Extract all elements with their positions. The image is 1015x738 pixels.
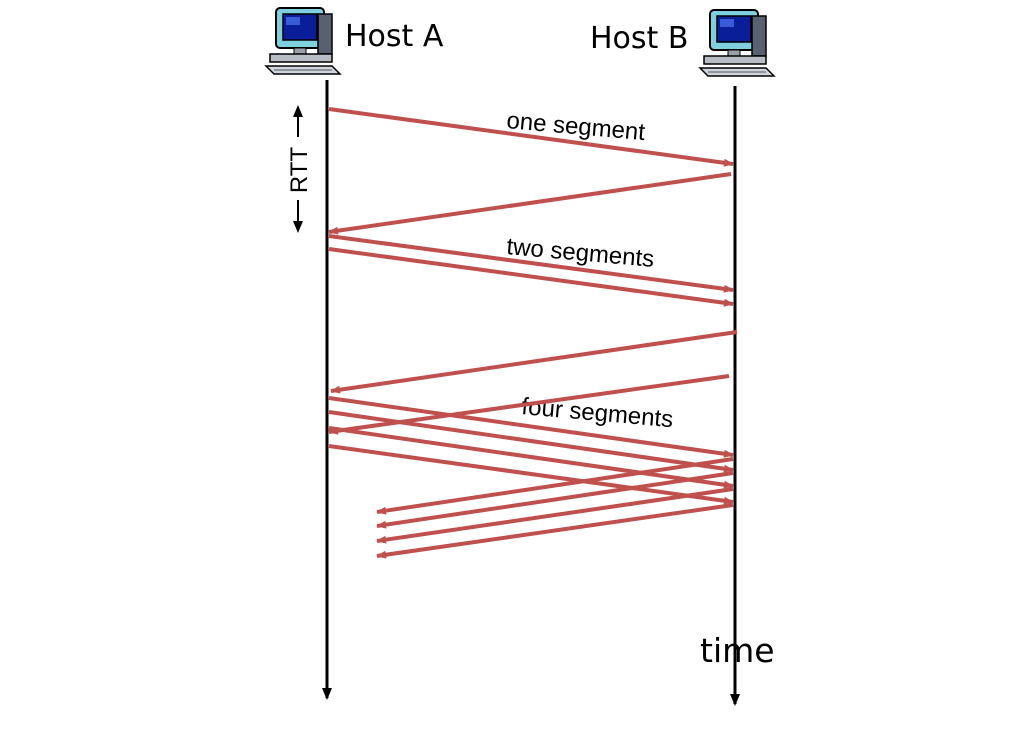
segment-arrow xyxy=(328,107,734,167)
host-b-label: Host B xyxy=(590,21,688,56)
segment-arrow xyxy=(328,396,734,458)
rtt-label: RTT xyxy=(286,147,313,194)
host-a-computer-icon xyxy=(265,7,341,75)
segment-arrow xyxy=(328,444,734,505)
ack-arrow xyxy=(376,503,734,559)
ack-arrow xyxy=(376,457,734,515)
ack-arrow xyxy=(376,487,734,544)
host-a-label: Host A xyxy=(345,19,444,54)
rtt-indicator: RTT xyxy=(286,105,313,233)
ack-arrow xyxy=(328,172,732,235)
host-b-computer-icon xyxy=(699,9,775,77)
segment-arrow xyxy=(328,247,734,307)
segment-arrow xyxy=(328,410,734,473)
two-segments-label: two segments xyxy=(505,233,655,273)
ack-arrow xyxy=(330,330,738,394)
one-segment-label: one segment xyxy=(505,107,646,146)
segment-arrow xyxy=(328,234,734,293)
time-label: time xyxy=(700,631,775,670)
ack-arrow xyxy=(376,471,734,529)
segment-arrow xyxy=(328,426,734,489)
